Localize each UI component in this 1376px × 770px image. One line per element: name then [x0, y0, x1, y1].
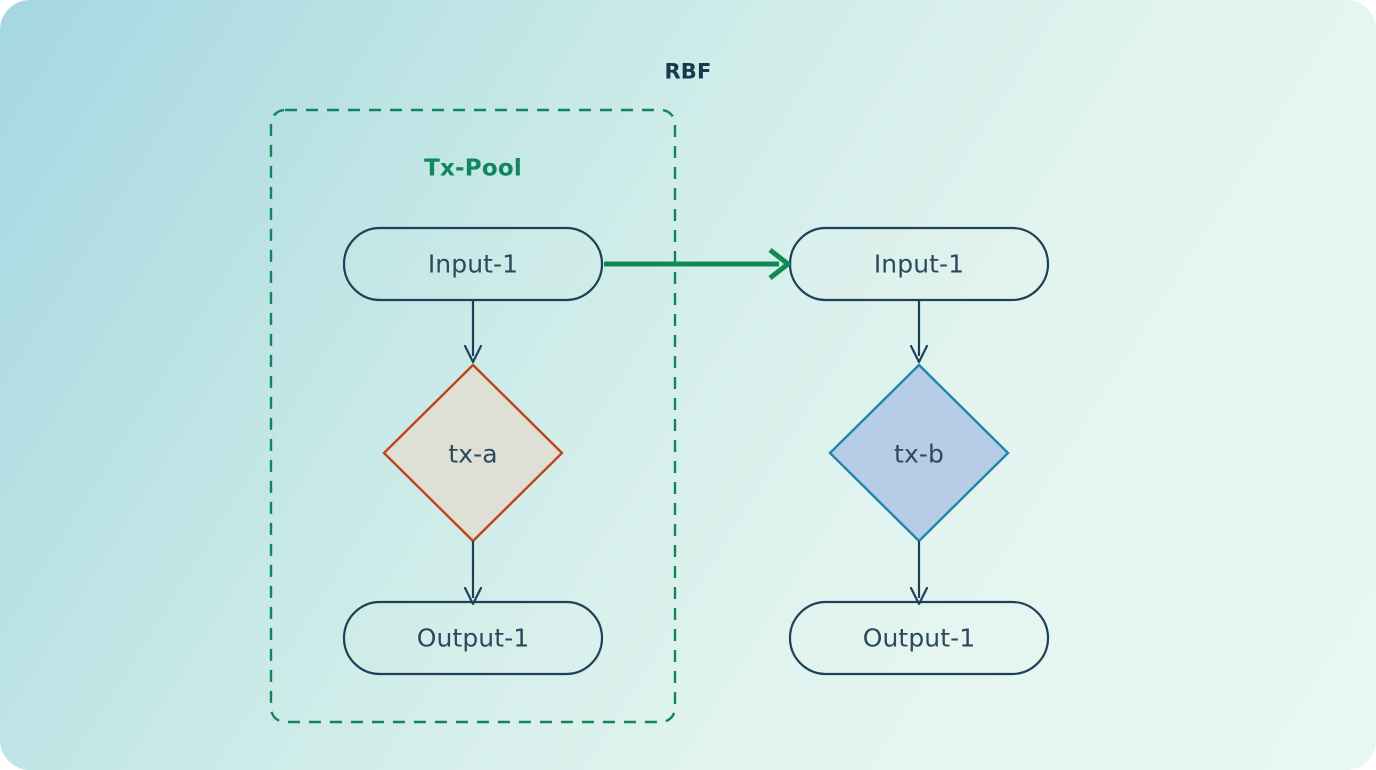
node-tx-a-label[interactable]: tx-a [448, 439, 498, 469]
node-output-1-b-label[interactable]: Output-1 [862, 623, 976, 653]
node-input-1-b-label[interactable]: Input-1 [873, 249, 965, 279]
node-tx-b-label[interactable]: tx-b [894, 439, 944, 469]
node-input-1-a-label[interactable]: Input-1 [427, 249, 519, 279]
edge-tx-b-to-output-1-b-arrowhead [909, 586, 929, 606]
edge-input-1-a-to-tx-a-arrowhead [463, 344, 483, 364]
edge-tx-a-to-output-1-a-arrowhead [463, 586, 483, 606]
node-output-1-a-shape[interactable] [342, 600, 604, 676]
node-output-1-a-label[interactable]: Output-1 [416, 623, 530, 653]
edge-input-1-b-to-tx-b-arrowhead [909, 344, 929, 364]
node-output-1-b-shape[interactable] [788, 600, 1050, 676]
tx-pool-group-label: Tx-Pool [424, 155, 522, 182]
edge-replacement-arrowhead [768, 248, 793, 280]
diagram-title: RBF [664, 59, 712, 84]
